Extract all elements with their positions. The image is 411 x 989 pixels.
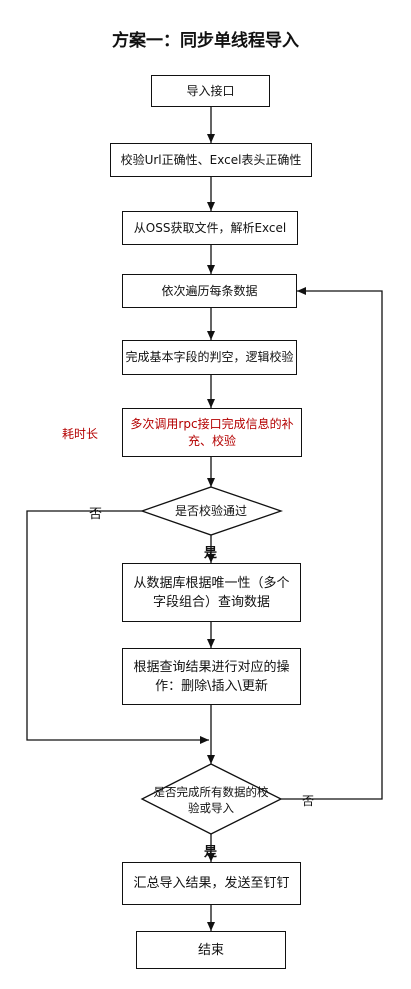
done-yes-label: 是 xyxy=(204,845,218,860)
end-node: 结束 xyxy=(136,931,286,969)
edge-done-no-loopback xyxy=(281,287,383,800)
loop-each-node: 依次遍历每条数据 xyxy=(122,274,297,308)
check-no-label: 否 xyxy=(89,507,103,522)
all-done-label: 是否完成所有数据的校验或导入 xyxy=(153,785,269,815)
check-pass-diamond xyxy=(140,486,284,536)
all-done-diamond xyxy=(140,763,283,835)
done-no-label: 否 xyxy=(302,794,315,808)
summary-node: 汇总导入结果，发送至钉钉 xyxy=(122,862,301,905)
check-pass-label: 是否校验通过 xyxy=(174,503,247,518)
validate-header-node: 校验Url正确性、Excel表头正确性 xyxy=(110,143,312,177)
check-yes-label: 是 xyxy=(204,546,218,561)
rpc-call-node: 多次调用rpc接口完成信息的补充、校验 xyxy=(122,408,302,457)
operate-node: 根据查询结果进行对应的操作：删除\插入\更新 xyxy=(122,648,301,705)
start-node: 导入接口 xyxy=(151,75,270,107)
query-db-node: 从数据库根据唯一性（多个字段组合）查询数据 xyxy=(122,563,301,622)
diagram-title: 方案一：同步单线程导入 xyxy=(112,31,299,51)
fetch-parse-node: 从OSS获取文件，解析Excel xyxy=(122,211,298,245)
edge-check-no xyxy=(26,510,209,744)
basic-check-node: 完成基本字段的判空，逻辑校验 xyxy=(122,340,297,375)
slow-annotation: 耗时长 xyxy=(62,427,99,441)
